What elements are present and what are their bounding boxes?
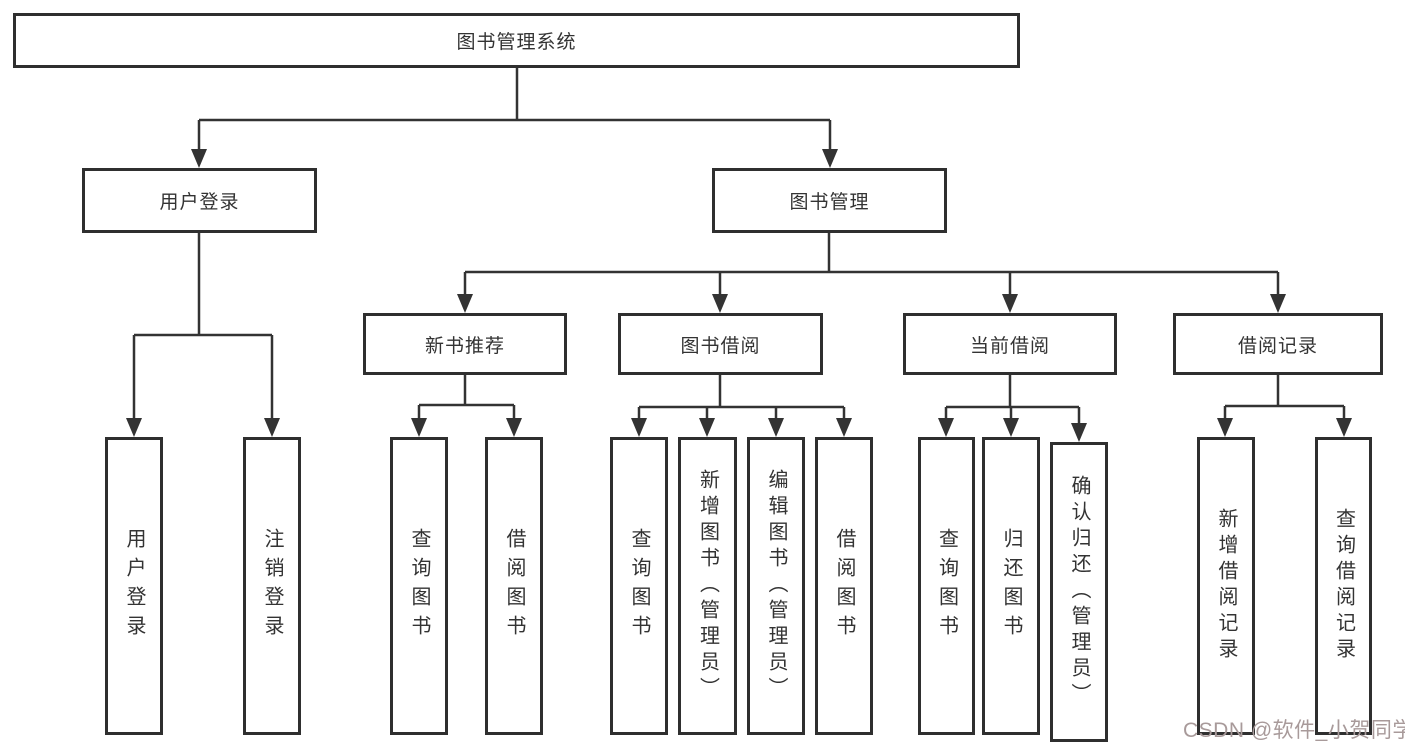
node-borrowing-records: 借阅记录 (1173, 313, 1383, 375)
node-book-borrowing: 图书借阅 (618, 313, 823, 375)
node-user-login: 用户登录 (82, 168, 317, 233)
leaf-user-login: 用户登录 (105, 437, 163, 735)
leaf-logout: 注销登录 (243, 437, 301, 735)
root-node: 图书管理系统 (13, 13, 1020, 68)
node-current-borrowing: 当前借阅 (903, 313, 1117, 375)
leaf-edit-books-admin: 编辑图书（管理员） (747, 437, 805, 735)
leaf-query-books-current: 查询图书 (918, 437, 975, 735)
leaf-borrow-books-recommend: 借阅图书 (485, 437, 543, 735)
leaf-borrow-books-borrowing: 借阅图书 (815, 437, 873, 735)
leaf-return-books: 归还图书 (982, 437, 1040, 735)
leaf-add-books-admin: 新增图书（管理员） (678, 437, 737, 735)
leaf-confirm-return-admin: 确认归还（管理员） (1050, 442, 1108, 742)
node-new-book-recommendation: 新书推荐 (363, 313, 567, 375)
leaf-query-borrow-record: 查询借阅记录 (1315, 437, 1372, 735)
node-book-management: 图书管理 (712, 168, 947, 233)
leaf-query-books-borrowing: 查询图书 (610, 437, 668, 735)
csdn-watermark: CSDN @软件_小贺同学 (1183, 719, 1405, 742)
leaf-query-books-recommend: 查询图书 (390, 437, 448, 735)
leaf-add-borrow-record: 新增借阅记录 (1197, 437, 1255, 735)
